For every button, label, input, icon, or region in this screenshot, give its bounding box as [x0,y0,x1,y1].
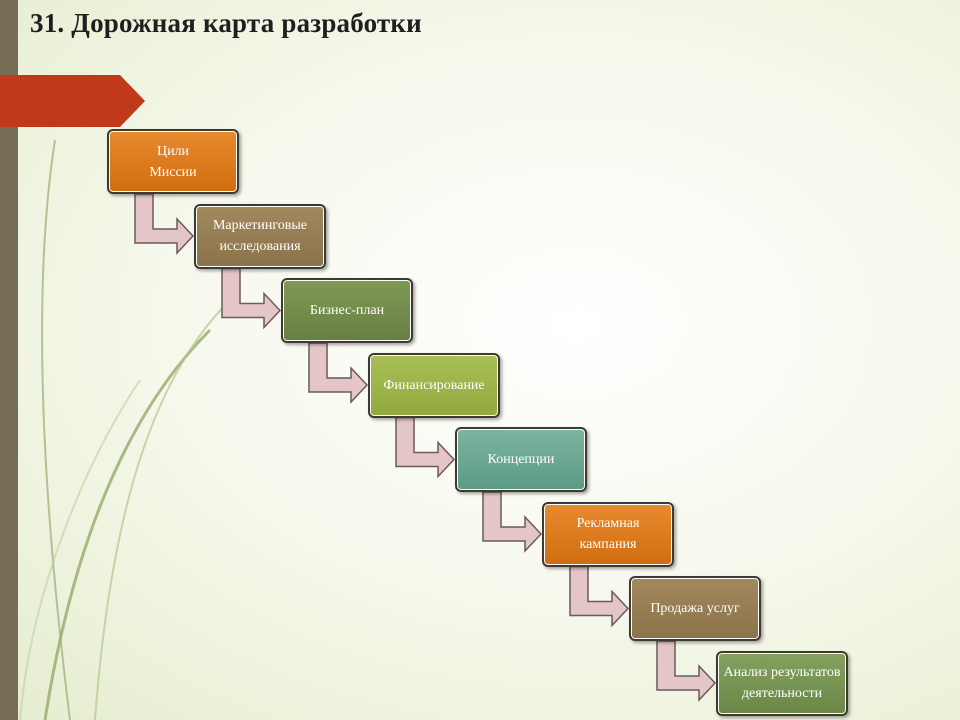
slide-title: 31. Дорожная карта разработки [30,8,422,38]
step-label-line: исследования [219,239,301,254]
step-label-line: Маркетинговые [212,218,308,233]
accent-arrow-shape [0,75,145,127]
grass-decoration [19,139,231,720]
step-label-line: Продажа услуг [650,601,740,616]
connector-arrow-5 [482,491,543,553]
roadmap-step-5: Концепции [455,427,587,492]
step-label-line: кампания [579,537,637,552]
connector-arrow-6 [569,565,630,628]
roadmap-step-2: Маркетинговые исследования [194,203,326,269]
connector-arrow-3 [308,342,369,404]
connector-arrow-4 [395,416,456,479]
step-label-line: Рекламная [576,516,640,531]
connector-arrow-7 [656,640,717,702]
step-label-line: Цили [156,143,190,159]
roadmap-step-6: Рекламная кампания [542,501,674,567]
connector-arrow-2 [221,267,282,330]
step-label-line: Анализ результатов [723,665,841,680]
step-label-line: Концепции [487,452,555,467]
step-label-line: Бизнес-план [309,303,385,318]
step-label-line: Финансирование [383,377,485,393]
step-label-line: Миссии [149,164,197,180]
roadmap-step-4: Финансирование [368,352,500,418]
roadmap-step-3: Бизнес-план [281,278,413,343]
roadmap-step-8: Анализ результатов деятельности [716,650,848,716]
sidebar-bar [0,0,18,720]
step-label-line: деятельности [741,686,823,701]
connector-arrow-1 [134,193,195,255]
roadmap-step-7: Продажа услуг [629,576,761,641]
